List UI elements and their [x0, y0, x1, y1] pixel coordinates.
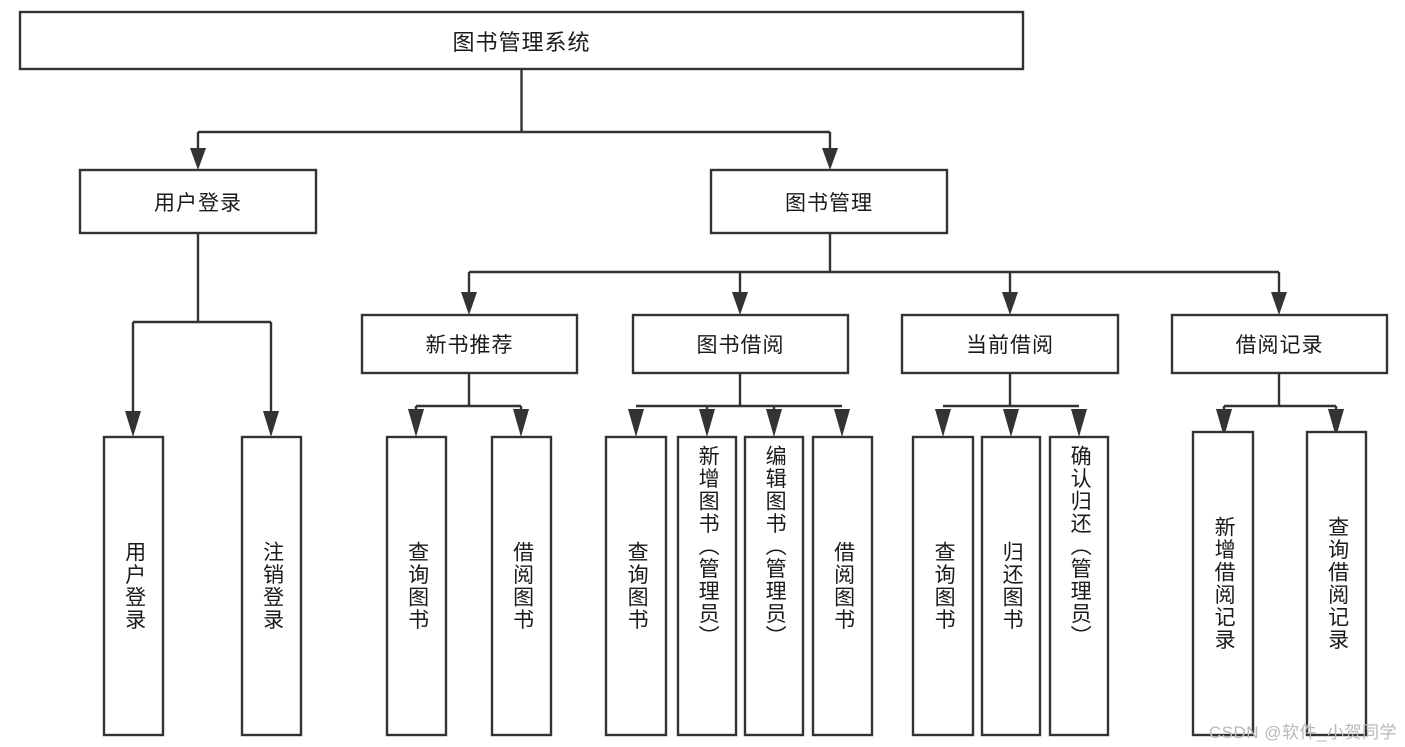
node-leaf-query-book-3[interactable]: [911, 435, 975, 737]
arrowhead-new-book-recommend: [461, 292, 477, 315]
node-leaf-query-book-2[interactable]: [604, 435, 668, 737]
connector-group-bookmanage: [461, 233, 1287, 315]
node-leaf-borrow-book-2[interactable]: [811, 435, 874, 737]
node-leaf-borrow-book-1[interactable]: [490, 435, 553, 737]
node-root[interactable]: [18, 10, 1025, 71]
arrowhead-leaf-add-record: [1216, 409, 1232, 437]
node-current-borrow[interactable]: [900, 313, 1120, 375]
connector-group-currentborrow: [935, 373, 1087, 437]
node-leaf-logout-login[interactable]: [240, 435, 303, 737]
connector-group-borrowrecord: [1216, 373, 1344, 437]
node-borrow-record[interactable]: [1170, 313, 1389, 375]
arrowhead-borrow-record: [1271, 292, 1287, 315]
connector-group-newbook: [408, 373, 529, 437]
arrowhead-leaf-query-record: [1328, 409, 1344, 437]
arrowhead-leaf-user-login: [125, 411, 141, 437]
arrowhead-leaf-query-book-1: [408, 409, 424, 437]
connector-group-root: [190, 69, 838, 170]
node-leaf-user-login[interactable]: [102, 435, 165, 737]
arrowhead-leaf-borrow-book-1: [513, 409, 529, 437]
connector-group-bookborrow: [628, 373, 850, 437]
arrowhead-book-borrow: [732, 292, 748, 315]
csdn-watermark: CSDN @软件_小贺同学: [1208, 723, 1397, 742]
node-user-login[interactable]: [78, 168, 318, 235]
node-leaf-add-book[interactable]: [676, 435, 738, 737]
node-book-manage[interactable]: [709, 168, 949, 235]
node-book-borrow[interactable]: [631, 313, 850, 375]
arrowhead-userlogin: [190, 148, 206, 170]
arrowhead-bookmanage: [822, 148, 838, 170]
node-leaf-add-record[interactable]: [1191, 430, 1255, 737]
arrowhead-leaf-logout-login: [263, 411, 279, 437]
arrowhead-leaf-borrow-book-2: [834, 409, 850, 437]
arrowhead-leaf-add-book: [699, 409, 715, 437]
arrowhead-leaf-return-book: [1003, 409, 1019, 437]
arrowhead-leaf-query-book-3: [935, 409, 951, 437]
node-leaf-query-book-1[interactable]: [385, 435, 448, 737]
connector-group-userlogin: [125, 233, 279, 437]
node-new-book-recommend[interactable]: [360, 313, 579, 375]
node-leaf-confirm-return[interactable]: [1048, 435, 1110, 737]
node-leaf-query-record[interactable]: [1305, 430, 1368, 737]
node-leaf-edit-book[interactable]: [743, 435, 805, 737]
node-leaf-return-book[interactable]: [980, 435, 1042, 737]
arrowhead-leaf-edit-book: [766, 409, 782, 437]
arrowhead-leaf-query-book-2: [628, 409, 644, 437]
arrowhead-leaf-confirm-return: [1071, 409, 1087, 437]
arrowhead-current-borrow: [1002, 292, 1018, 315]
